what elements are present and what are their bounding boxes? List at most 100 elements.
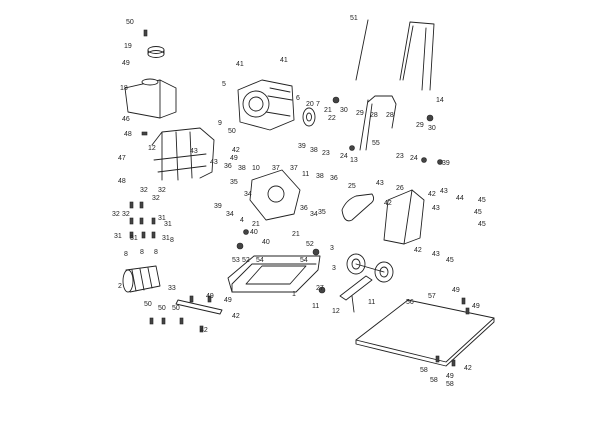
callout-label-35: 35 <box>230 179 238 186</box>
callout-label-43: 43 <box>432 205 440 212</box>
callout-label-22: 22 <box>328 115 336 122</box>
callout-label-37: 37 <box>290 165 298 172</box>
fuel-tank <box>124 78 177 119</box>
callout-label-27: 27 <box>316 285 324 292</box>
callout-label-38: 38 <box>310 147 318 154</box>
callout-label-43: 43 <box>432 251 440 258</box>
callout-label-36: 36 <box>300 205 308 212</box>
callout-label-5: 5 <box>222 81 226 88</box>
callout-label-39: 39 <box>298 143 306 150</box>
callout-label-14: 14 <box>436 97 444 104</box>
callout-label-56: 56 <box>406 299 414 306</box>
callout-label-50: 50 <box>158 305 166 312</box>
callout-label-34: 34 <box>226 211 234 218</box>
callout-label-19: 19 <box>124 43 132 50</box>
callout-label-49: 49 <box>230 155 238 162</box>
water-tank-plate <box>355 299 495 367</box>
callout-label-44: 44 <box>456 195 464 202</box>
callout-label-21: 21 <box>252 221 260 228</box>
callout-label-42: 42 <box>232 147 240 154</box>
callout-label-29: 29 <box>416 122 424 129</box>
callout-label-28: 28 <box>370 112 378 119</box>
callout-label-43: 43 <box>440 188 448 195</box>
callout-label-28: 28 <box>386 112 394 119</box>
callout-label-8: 8 <box>124 251 128 258</box>
callout-label-58: 58 <box>430 377 438 384</box>
callout-label-23: 23 <box>322 150 330 157</box>
callout-label-50: 50 <box>228 128 236 135</box>
callout-label-45: 45 <box>478 221 486 228</box>
callout-label-55: 55 <box>372 140 380 147</box>
callout-label-52: 52 <box>242 257 250 264</box>
callout-label-24: 24 <box>410 155 418 162</box>
callout-label-43: 43 <box>376 180 384 187</box>
callout-label-38: 38 <box>238 165 246 172</box>
callout-label-49: 49 <box>224 297 232 304</box>
engine <box>237 79 295 131</box>
clutch-pulley <box>302 107 316 127</box>
callout-label-48: 48 <box>118 178 126 185</box>
callout-label-31: 31 <box>162 235 170 242</box>
callout-label-41: 41 <box>280 57 288 64</box>
fuel-cap <box>147 46 165 58</box>
callout-label-31: 31 <box>130 235 138 242</box>
callout-label-33: 33 <box>168 285 176 292</box>
callout-label-50: 50 <box>126 19 134 26</box>
callout-label-45: 45 <box>446 257 454 264</box>
callout-label-34: 34 <box>244 191 252 198</box>
callout-label-10: 10 <box>252 165 260 172</box>
callout-label-12: 12 <box>332 308 340 315</box>
callout-label-42: 42 <box>384 200 392 207</box>
callout-label-7: 7 <box>316 101 320 108</box>
callout-label-18: 18 <box>120 85 128 92</box>
callout-label-3: 3 <box>332 265 336 272</box>
callout-label-13: 13 <box>350 157 358 164</box>
callout-label-49: 49 <box>472 303 480 310</box>
callout-label-42: 42 <box>200 327 208 334</box>
callout-label-31: 31 <box>158 215 166 222</box>
callout-label-58: 58 <box>420 367 428 374</box>
callout-label-41: 41 <box>236 61 244 68</box>
belt-cover <box>383 189 425 245</box>
callout-label-40: 40 <box>262 239 270 246</box>
callout-label-8: 8 <box>154 249 158 256</box>
callout-label-54: 54 <box>300 257 308 264</box>
callout-label-42: 42 <box>464 365 472 372</box>
callout-label-35: 35 <box>318 209 326 216</box>
callout-label-32: 32 <box>140 187 148 194</box>
callout-label-32: 32 <box>152 195 160 202</box>
wheel-kit <box>339 253 394 313</box>
callout-label-39: 39 <box>214 203 222 210</box>
callout-label-1: 1 <box>292 291 296 298</box>
callout-label-32: 32 <box>158 187 166 194</box>
callout-label-30: 30 <box>428 125 436 132</box>
callout-label-29: 29 <box>356 110 364 117</box>
drive-belt <box>341 193 375 222</box>
base-plate <box>227 255 321 293</box>
callout-label-25: 25 <box>348 183 356 190</box>
callout-label-37: 37 <box>272 165 280 172</box>
callout-label-42: 42 <box>232 313 240 320</box>
callout-label-42: 42 <box>414 247 422 254</box>
tank-frame <box>151 127 215 181</box>
callout-label-8: 8 <box>140 249 144 256</box>
throttle-cable <box>355 19 369 81</box>
callout-label-31: 31 <box>114 233 122 240</box>
callout-label-36: 36 <box>224 163 232 170</box>
callout-label-49: 49 <box>452 287 460 294</box>
callout-label-50: 50 <box>172 305 180 312</box>
callout-label-34: 34 <box>310 211 318 218</box>
callout-label-52: 52 <box>306 241 314 248</box>
callout-label-9: 9 <box>218 120 222 127</box>
callout-label-26: 26 <box>396 185 404 192</box>
exciter-motor <box>122 265 161 293</box>
callout-label-32: 32 <box>122 211 130 218</box>
exciter-bracket <box>249 169 301 221</box>
callout-label-12: 12 <box>148 145 156 152</box>
callout-label-32: 32 <box>112 211 120 218</box>
callout-label-57: 57 <box>428 293 436 300</box>
callout-label-54: 54 <box>256 257 264 264</box>
callout-label-23: 23 <box>396 153 404 160</box>
